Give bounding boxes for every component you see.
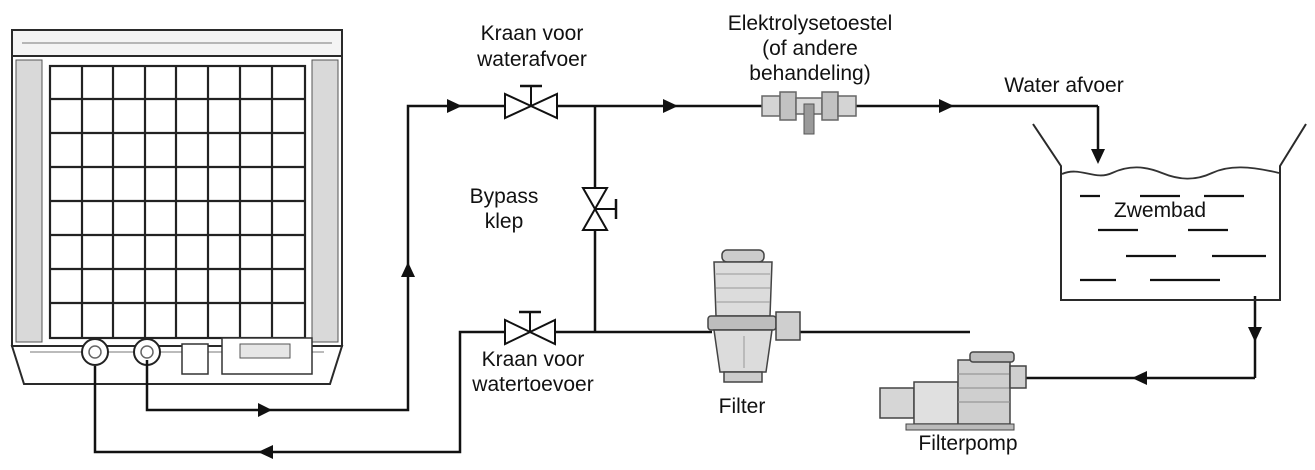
bypass-valve-label-line1: Bypass <box>470 185 539 208</box>
supply-valve <box>504 310 556 346</box>
pipework <box>93 104 1257 454</box>
flow-arrow <box>1091 149 1105 164</box>
sand-filter <box>707 249 801 383</box>
flow-arrow <box>1248 327 1262 342</box>
water-outlet-label: Water afvoer <box>1004 74 1123 97</box>
heat-pump-outlet-connector <box>81 338 109 366</box>
electrolysis-label-line1: Elektrolysetoestel <box>728 12 893 35</box>
flow-arrows <box>258 99 1262 459</box>
bypass-valve <box>581 187 618 231</box>
heat-pump-grille <box>48 64 307 340</box>
filter-label: Filter <box>719 395 766 418</box>
bypass-valve-label-line2: klep <box>485 210 524 233</box>
drain-valve <box>504 84 558 120</box>
drain-valve-label-line2: waterafvoer <box>476 48 587 71</box>
heat-pump-unit <box>10 29 344 385</box>
filter-pump <box>879 351 1027 431</box>
flow-arrow <box>258 403 272 417</box>
water-ripples <box>1080 194 1266 282</box>
supply-valve-label-line2: watertoevoer <box>471 373 593 396</box>
swimming-pool <box>1032 123 1307 301</box>
electrolysis-label-line3: behandeling) <box>749 62 870 85</box>
pool-label: Zwembad <box>1114 199 1206 222</box>
flow-arrow <box>663 99 678 113</box>
flow-arrow <box>1132 371 1147 385</box>
filter-pump-label: Filterpomp <box>918 432 1017 455</box>
labels: Kraan voor waterafvoer Elektrolysetoeste… <box>470 12 1207 455</box>
flow-arrow <box>939 99 954 113</box>
electrolysis-label-line2: (of andere <box>762 37 858 60</box>
supply-valve-label-line1: Kraan voor <box>482 348 585 371</box>
drain-valve-label-line1: Kraan voor <box>481 22 584 45</box>
flow-arrow <box>258 445 273 459</box>
flow-arrow <box>401 262 415 277</box>
electrolysis-device <box>761 91 857 135</box>
flow-arrow <box>447 99 462 113</box>
